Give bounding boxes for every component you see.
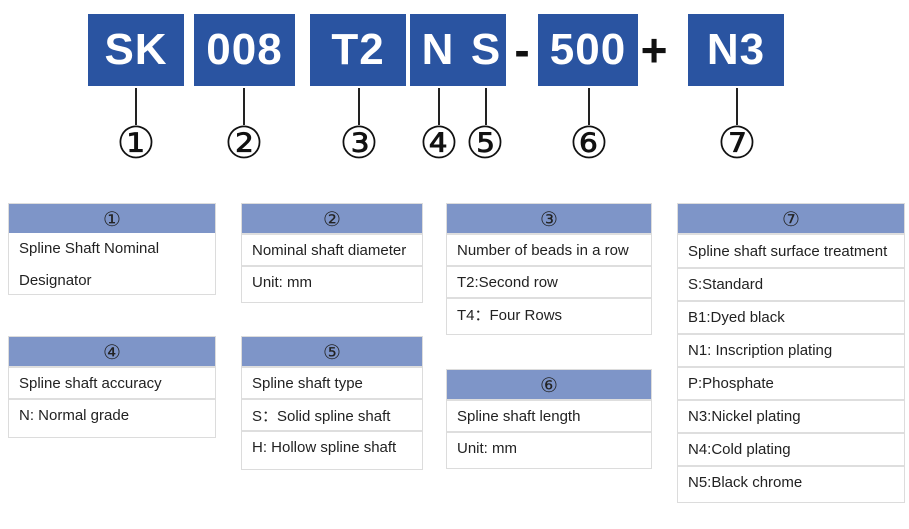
panel-designator: ① Spline Shaft Nominal Designator <box>8 203 216 295</box>
marker-3: ③ <box>339 118 379 169</box>
panel-header: ① <box>9 204 215 233</box>
panel-row: Spline shaft length <box>447 399 651 431</box>
panel-row: Nominal shaft diameter <box>242 233 422 265</box>
panel-row: S:Standard <box>678 267 904 300</box>
marker-2: ② <box>224 118 264 169</box>
panel-row: Spline shaft type <box>242 366 422 398</box>
panel-row: N1: Inscription plating <box>678 333 904 366</box>
panel-header: ④ <box>9 337 215 366</box>
connector-line-1 <box>135 88 137 125</box>
panel-row: H: Hollow spline shaft <box>242 430 422 462</box>
panel-row: Unit: mm <box>447 431 651 463</box>
panel-row: S：Solid spline shaft <box>242 398 422 430</box>
code-part-diameter: 008 <box>194 14 295 86</box>
panel-row: Spline shaft accuracy <box>9 366 215 398</box>
panel-text: Spline Shaft Nominal <box>19 240 160 257</box>
marker-1: ① <box>116 118 156 169</box>
panel-row: T4：Four Rows <box>447 297 651 329</box>
panel-header: ② <box>242 204 422 233</box>
panel-type: ⑤ Spline shaft type S：Solid spline shaft… <box>241 336 423 470</box>
panel-header: ③ <box>447 204 651 233</box>
panel-header: ⑥ <box>447 370 651 399</box>
connector-line-7 <box>736 88 738 125</box>
code-part-accuracy: N <box>410 14 466 86</box>
panel-row: Number of beads in a row <box>447 233 651 265</box>
connector-line-5 <box>485 88 487 125</box>
panel-diameter: ② Nominal shaft diameter Unit: mm <box>241 203 423 303</box>
panel-row: N5:Black chrome <box>678 465 904 498</box>
connector-line-6 <box>588 88 590 125</box>
code-dash: - <box>514 24 530 76</box>
panel-header: ⑤ <box>242 337 422 366</box>
code-part-surface: N3 <box>688 14 784 86</box>
marker-5: ⑤ <box>465 118 505 169</box>
code-part-rows: T2 <box>310 14 406 86</box>
panel-row: Spline shaft surface treatment <box>678 233 904 267</box>
connector-line-2 <box>243 88 245 125</box>
panel-length: ⑥ Spline shaft length Unit: mm <box>446 369 652 469</box>
panel-row: Unit: mm <box>242 265 422 297</box>
marker-6: ⑥ <box>569 118 609 169</box>
code-part-series: SK <box>88 14 184 86</box>
panel-row: N4:Cold plating <box>678 432 904 465</box>
panel-row: T2:Second row <box>447 265 651 297</box>
panel-row: P:Phosphate <box>678 366 904 399</box>
panel-row: B1:Dyed black <box>678 300 904 333</box>
panel-rows: ③ Number of beads in a row T2:Second row… <box>446 203 652 335</box>
marker-4: ④ <box>419 118 459 169</box>
panel-text: Designator <box>19 272 92 289</box>
connector-line-4 <box>438 88 440 125</box>
marker-7: ⑦ <box>717 118 757 169</box>
code-part-type: S <box>466 14 506 86</box>
panel-header: ⑦ <box>678 204 904 233</box>
panel-accuracy: ④ Spline shaft accuracy N: Normal grade <box>8 336 216 438</box>
panel-row: N3:Nickel plating <box>678 399 904 432</box>
code-plus: + <box>640 24 668 76</box>
connector-line-3 <box>358 88 360 125</box>
panel-surface: ⑦ Spline shaft surface treatment S:Stand… <box>677 203 905 503</box>
code-part-length: 500 <box>538 14 638 86</box>
panel-row: N: Normal grade <box>9 398 215 430</box>
